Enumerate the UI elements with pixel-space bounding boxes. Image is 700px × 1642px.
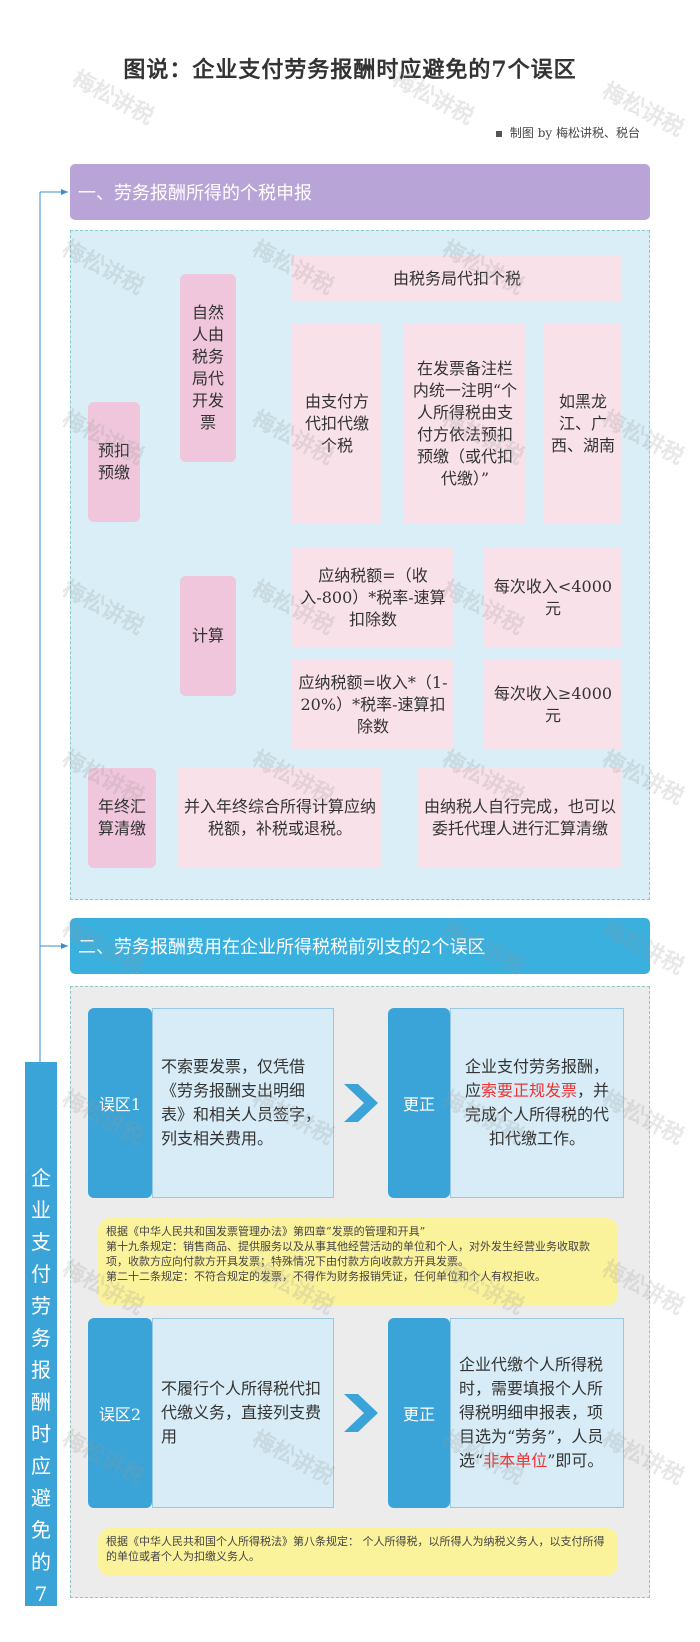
tax-bureau-withhold-box: 由税务局代扣个税 [292,256,622,302]
correction-1-text-post: ，并完成个人所得税的代扣代缴工作。 [464,1081,610,1148]
correction-2-text-pre: 企业代缴个人所得税时，需要填报个人所得税明细申报表，项目选为“劳务”，人员选“ [459,1355,604,1470]
mistake-2-label: 误区2 [88,1318,152,1508]
bullet-square-icon [495,130,502,137]
correction-1-label: 更正 [388,1008,450,1198]
correction-2-label: 更正 [388,1318,450,1508]
formula-1-box: 应纳税额=（收入-800）*税率-速算扣除数 [292,548,454,648]
sidebar-vertical-title: 企业支付劳务报酬时应避免的7个 [25,1062,57,1638]
income-less-4000-box: 每次收入<4000元 [484,548,622,648]
note-2: 根据《中华人民共和国个人所得税法》第八条规定： 个人所得税，以所得人为纳税义务人… [98,1528,618,1576]
mistake-1-label: 误区1 [88,1008,152,1198]
correction-2-text: 企业代缴个人所得税时，需要填报个人所得税明细申报表，项目选为“劳务”，人员选“非… [450,1318,624,1508]
annual-desc-box: 并入年终综合所得计算应纳税额，补税或退税。 [178,768,382,868]
correction-1-emphasis: 索要正规发票 [480,1081,577,1100]
income-over-4000-box: 每次收入≥4000元 [484,660,622,750]
chevron-right-icon [344,1394,378,1432]
annual-self-box: 由纳税人自行完成，也可以委托代理人进行汇算清缴 [418,768,622,868]
natural-person-invoice-label: 自然人由税务局代开发票 [180,274,236,462]
correction-1-text: 企业支付劳务报酬，应索要正规发票，并完成个人所得税的代扣代缴工作。 [450,1008,624,1198]
note-1-line-3: 第二十二条规定：不符合规定的发票，不得作为财务报销凭证，任何单位和个人有权拒收。 [106,1270,546,1283]
correction-1-text-pre: 企业支付劳务报酬，应 [464,1057,609,1100]
note-1-line-1: 根据《中华人民共和国发票管理办法》第四章“发票的管理和开具” [106,1225,426,1238]
correction-2-emphasis: 非本单位 [483,1451,548,1470]
prepay-label: 预扣预缴 [88,402,140,522]
payer-withhold-box: 由支付方代扣代缴个税 [292,324,382,524]
section1-header: 一、劳务报酬所得的个税申报 [70,164,650,220]
chevron-right-icon [344,1084,378,1122]
mistake-2-text: 不履行个人所得税代扣代缴义务，直接列支费用 [152,1318,334,1508]
mistake-1-text: 不索要发票，仅凭借《劳务报酬支出明细表》和相关人员签字，列支相关费用。 [152,1008,334,1198]
note-1: 根据《中华人民共和国发票管理办法》第四章“发票的管理和开具” 第十九条规定：销售… [98,1218,618,1306]
credit-text: 制图 by 梅松讲税、税台 [509,126,640,140]
note-1-line-2: 第十九条规定：销售商品、提供服务以及从事其他经营活动的单位和个人，对外发生经营业… [106,1240,590,1268]
formula-2-box: 应纳税额=收入*（1-20%）*税率-速算扣除数 [292,660,454,750]
section2-header: 二、劳务报酬费用在企业所得税税前列支的2个误区 [70,918,650,974]
annual-settlement-label: 年终汇算清缴 [88,768,156,868]
provinces-box: 如黑龙江、广西、湖南 [544,324,622,524]
correction-2-text-post: ”即可。 [547,1451,604,1470]
invoice-note-box: 在发票备注栏内统一注明“个人所得税由支付方依法预扣预缴（或代扣代缴）” [404,324,526,524]
page-title: 图说：企业支付劳务报酬时应避免的7个误区 [123,57,577,83]
calculation-label: 计算 [180,576,236,696]
credit-line: 制图 by 梅松讲税、税台 [495,124,640,141]
